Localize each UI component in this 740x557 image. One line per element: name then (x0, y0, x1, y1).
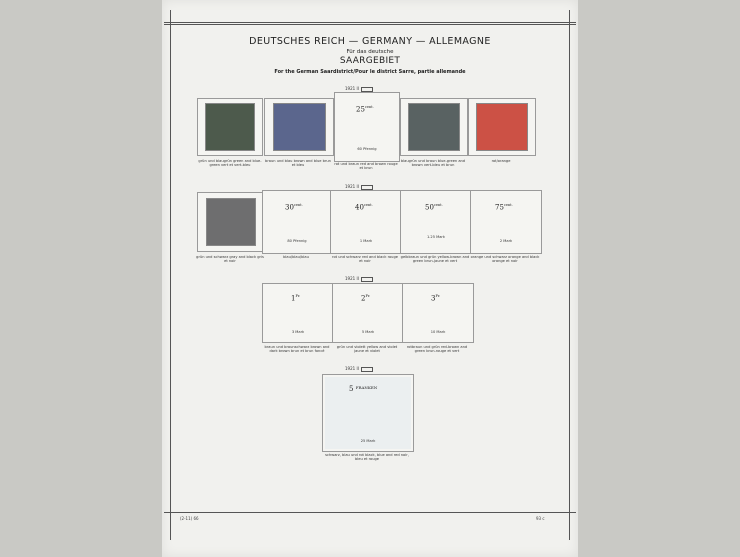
row3-box2: 2Fr. 5 Mark (332, 283, 404, 343)
row1-year: 1921 II (345, 86, 373, 92)
row1-cap-1: grün und blaugrün green and blue-green v… (198, 159, 262, 168)
stamp-grey (408, 103, 460, 151)
row2-cap-2: blau/blau/blau (283, 255, 309, 259)
row1-box2 (264, 98, 334, 156)
row4-ghost-print (325, 377, 411, 449)
row2-bottom-3: 1.25 Mark (426, 235, 445, 239)
row1-cap-5: rot/orange (491, 159, 511, 163)
row4-box: 5 FRANKEN 25 Mark (322, 374, 414, 452)
row3-bottom-1: 3 Mark (291, 330, 305, 334)
row2-value-2: 40cent. (355, 203, 373, 212)
stamp-green (205, 103, 255, 151)
row2-cap-5: orange und schwarz orange and black oran… (470, 255, 540, 264)
row2-year: 1921 II (345, 184, 373, 190)
album-page: DEUTSCHES REICH — GERMANY — ALLEMAGNE Fü… (162, 0, 578, 557)
row2-box5: 75cent. 2 Mark (470, 190, 542, 254)
row3-bottom-2: 5 Mark (361, 330, 375, 334)
row3-bottom-3: 10 Mark (430, 330, 446, 334)
row4-bottom: 25 Mark (360, 439, 376, 443)
row1-box3: 25cent. 60 Pfennig (334, 92, 400, 162)
page-number: 93 c (536, 516, 545, 521)
row2-value-4: 75cent. (495, 203, 513, 212)
row2-value-1: 30cent. (285, 203, 303, 212)
row3-cap-1: braun und braunschwarz brown and dark br… (264, 345, 330, 354)
footer-left: (2-11) 66 (180, 516, 199, 521)
row2-value-3: 50cent. (425, 203, 443, 212)
stamp-grey-red (206, 198, 256, 246)
row3-cap-3: rotbraun und grün red-brown and green br… (406, 345, 468, 354)
row1-box3-bottom: 60 Pfennig (357, 147, 377, 151)
stamp-red (476, 103, 528, 151)
row2-bottom-4: 2 Mark (499, 239, 513, 243)
row3-year: 1921 II (345, 276, 373, 282)
subtitle-region: SAARGEBIET (339, 56, 401, 66)
row3-box3: 3Fr. 10 Mark (402, 283, 474, 343)
page-title: DEUTSCHES REICH — GERMANY — ALLEMAGNE (249, 36, 491, 47)
subtitle-1: Für das deutsche (346, 49, 394, 55)
top-rule (164, 22, 576, 23)
row3-value-2: 2Fr. (361, 294, 371, 303)
row3-value-1: 1Fr. (291, 294, 301, 303)
row2-box1 (197, 192, 265, 252)
row3-box1: 1Fr. 3 Mark (262, 283, 334, 343)
row2-cap-4: gelbbraun und grün yellow-brown and gree… (400, 255, 470, 264)
subtitle-3: For the German Saardistrict/Pour le dist… (274, 69, 466, 75)
row4-value: 5 FRANKEN (349, 385, 378, 393)
row3-cap-2: grün und violett yellow and violet jaune… (336, 345, 398, 354)
row4-cap: schwarz, blau und rot black, blue and re… (325, 453, 409, 462)
row2-bottom-2: 1 Mark (359, 239, 373, 243)
row3-value-3: 3Fr. (431, 294, 441, 303)
top-rule-2 (164, 24, 576, 25)
row2-box2: 30cent. 80 Pfennig (262, 190, 332, 254)
row2-box4: 50cent. 1.25 Mark (400, 190, 472, 254)
row1-value: 25cent. (356, 105, 374, 114)
stamp-blue (273, 103, 326, 151)
row1-cap-3: rot und braun red and brown rouge et bru… (334, 162, 398, 171)
row1-cap-2: braun und blau brown and blue brun et bl… (265, 159, 331, 168)
row1-box5 (468, 98, 536, 156)
bottom-rule (164, 512, 576, 513)
row1-box4 (400, 98, 468, 156)
row2-cap-3: rot und schwarz red and black rouge et n… (332, 255, 398, 264)
row4-year: 1921 II (345, 366, 373, 372)
page-frame (170, 10, 570, 540)
row1-cap-4: blaugrün und braun blue-green and brown … (400, 159, 466, 168)
row2-cap-1: grün und schwarz gray and black gris et … (196, 255, 264, 264)
row2-box3: 40cent. 1 Mark (330, 190, 402, 254)
row1-box1 (197, 98, 263, 156)
row2-bottom-1: 80 Pfennig (287, 239, 307, 243)
